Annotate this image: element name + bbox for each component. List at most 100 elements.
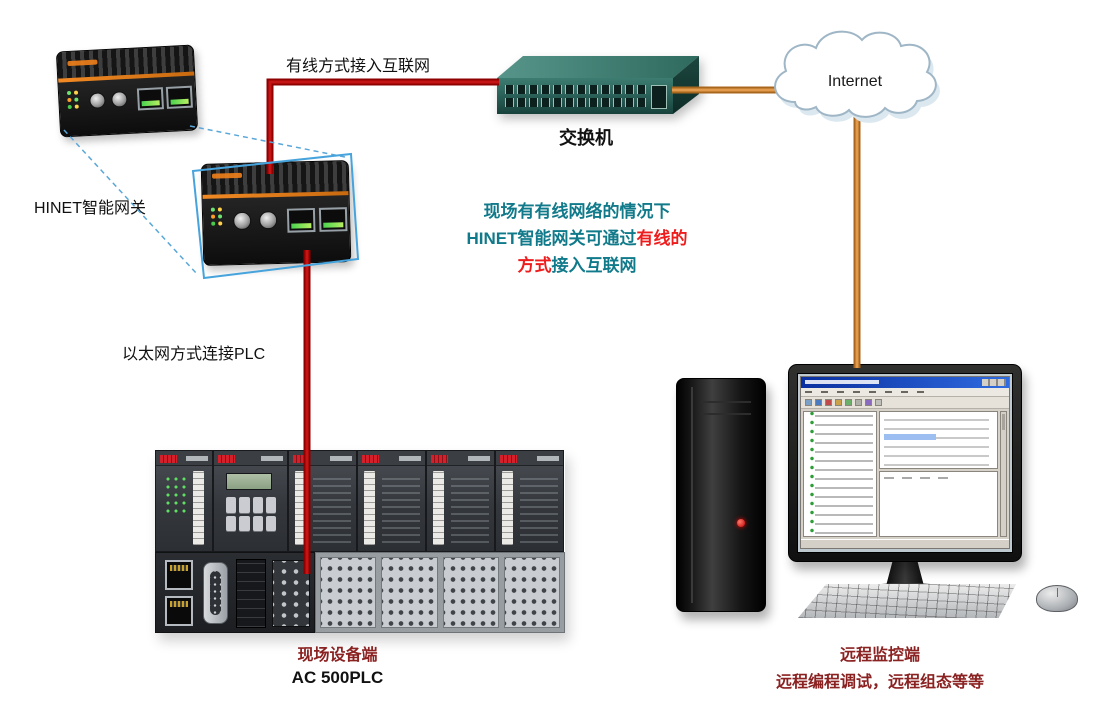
port-led [323,222,344,228]
module-code [261,456,283,461]
window-right-panels [879,411,998,537]
keypad-button [226,515,237,531]
tower-power-led [737,519,745,527]
port-led [170,98,189,105]
antenna-connector [232,211,252,231]
terminal-block [381,557,438,628]
plc-ethernet-port [165,596,193,626]
plc-io-module [357,450,426,552]
note-line3-red: 方式 [517,256,552,275]
terminal-block [503,557,560,628]
toolbar-icon [875,399,882,406]
hinet-gateway-large [200,160,352,266]
cloud-shadow [779,37,940,123]
cpu-display [226,473,272,490]
module-pins [520,473,558,543]
abb-logo-icon [160,455,177,463]
toolbar-icon [825,399,832,406]
ethernet-port [286,207,316,233]
terminal-block [442,557,499,628]
plc-comm-module [155,450,213,552]
window-title-text [805,380,879,384]
field-device-caption: 现场设备端 AC 500PLC [230,641,445,688]
window-menubar [801,388,1009,397]
gateway-logo-mark [211,172,243,179]
antenna-connector [111,91,128,108]
port-led [291,223,312,229]
module-code [468,456,490,461]
callout-dashed-line [189,125,346,158]
keypad-button [239,497,250,513]
status-led [211,214,216,219]
ac500-plc [155,450,565,633]
project-tree-panel [803,411,877,537]
toolbar-icon [855,399,862,406]
keypad-button [265,515,276,531]
ethernet-port [165,85,193,109]
window-statusbar [801,539,1009,548]
antenna-connector [89,92,106,109]
status-led [210,207,215,212]
plc-terminal-connector [272,560,310,627]
gateway-label: HINET智能网关 [34,200,147,217]
module-label-strip [502,471,513,545]
plc-io-module [288,450,357,552]
module-code [399,456,421,461]
note-line2-red: 有线的 [636,229,688,248]
pc-tower [676,378,766,612]
note-text: 现场有有线网络的情况下 HINET智能网关可通过有线的 方式接入互联网 [412,198,742,279]
gateway-status-leds [210,207,223,226]
module-pins [382,473,420,543]
remote-subtitle: 远程编程调试，远程组态等等 [775,674,984,691]
port-led [141,100,160,107]
toolbar-icon [815,399,822,406]
keypad-button [239,515,250,531]
terminal-block [320,557,377,628]
tower-drive-slots [701,399,751,425]
module-header [156,451,212,466]
module-header [289,451,356,466]
module-label-strip [193,471,204,545]
plc-cpu-module [213,450,288,552]
abb-logo-icon [431,455,448,463]
note-line2-teal: HINET智能网关可通过 [466,229,637,248]
scrollbar [1000,411,1007,537]
plc-terminal-base [155,552,565,633]
toolbar-icon [865,399,872,406]
status-led [218,221,223,226]
module-code [186,456,208,461]
module-code [537,456,559,461]
status-led [218,214,223,219]
module-header [214,451,287,466]
plc-serial-connector [203,562,228,624]
module-leds [164,475,188,517]
keyboard [798,584,1016,618]
gateway-status-leds [66,90,79,110]
toolbar-icon [845,399,852,406]
status-led [74,104,79,109]
plc-io-module [495,450,564,552]
note-line: 现场有有线网络的情况下 [412,198,742,225]
status-led [73,90,79,95]
keypad-button [252,497,263,513]
note-line: 方式接入互联网 [412,252,742,279]
plc-terminal-blocks [315,552,565,633]
status-led [74,97,79,102]
monitor-screen [797,373,1013,553]
module-code [330,456,352,461]
window-control-buttons [982,379,1006,386]
switch-label: 交换机 [559,128,613,148]
module-label-strip [433,471,444,545]
network-switch [497,56,699,116]
field-device-title: 现场设备端 [297,647,378,664]
plc-modules [155,450,565,552]
module-header [496,451,563,466]
module-header [427,451,494,466]
cable-gateway-to-switch [266,78,499,174]
gateway-front-panel [203,195,351,265]
gateway-front-panel [58,75,197,136]
module-pins [451,473,489,543]
status-led [67,104,72,110]
window-toolbar [801,397,1009,409]
